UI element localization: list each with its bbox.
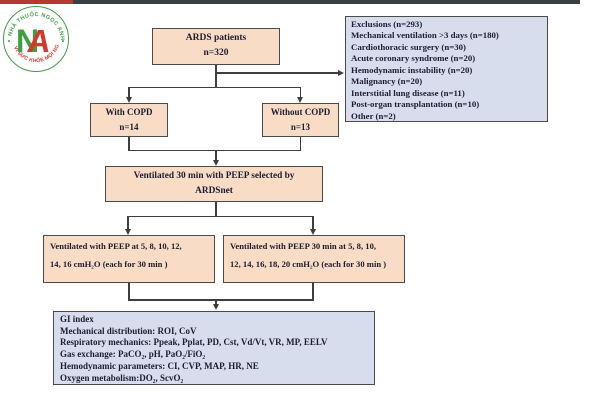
connector-without-copd-out: [299, 137, 302, 151]
outcomes-line: Respiratory mechanics: Ppeak, Pplat, PD,…: [60, 337, 328, 348]
ardsnet-line1: Ventilated 30 min with PEEP selected by: [133, 170, 295, 181]
connector-peep-branch: [127, 215, 314, 217]
without-copd-box: Without COPD n=13: [262, 103, 339, 137]
connector-ards-down: [215, 65, 217, 88]
outcomes-line: Gas exchange: PaCO₂, pH, PaO₂/FiO₂: [60, 349, 206, 360]
connector-with-copd-out: [128, 137, 130, 151]
logo-dot-left: [8, 40, 10, 42]
logo-circle: [3, 6, 69, 72]
connector-copd-branch: [128, 86, 302, 88]
exclusions-line: Mechanical ventilation >3 days (n=180): [351, 30, 499, 41]
connector-peep-left-out: [128, 283, 130, 300]
exclusions-line: Exclusions (n=293): [351, 19, 423, 29]
red-top-bar: [0, 0, 73, 4]
ards-patients-label: ARDS patients: [185, 32, 247, 43]
without-copd-count: n=13: [290, 121, 311, 132]
exclusions-box: Exclusions (n=293) Mechanical ventilatio…: [345, 16, 548, 122]
connector-ardsnet-down: [215, 202, 217, 217]
outcomes-line: Mechanical distribution: ROI, CoV: [60, 325, 197, 336]
without-copd-label: Without COPD: [270, 107, 331, 118]
arrowhead-exclusions: [338, 69, 344, 76]
ards-patients-count: n=320: [203, 48, 229, 59]
arrowhead-peep-right: [309, 229, 316, 235]
with-copd-box: With COPD n=14: [90, 103, 168, 137]
pharmacy-logo: NHÀ THUỐC NGỌC ANH VÌ SỨC KHỎE MỌI NGƯỜI…: [2, 3, 69, 72]
ardsnet-line2: ARDSnet: [195, 185, 233, 196]
logo-letter-n: N: [16, 23, 39, 59]
peep-copd-line1: Ventilated with PEEP at 5, 8, 10, 12,: [50, 241, 182, 251]
with-copd-label: With COPD: [105, 107, 153, 118]
logo-dot-right: [62, 40, 64, 42]
logo-letter-a: A: [25, 23, 53, 59]
exclusions-line: Hemodynamic instability (n=20): [351, 64, 473, 75]
ardsnet-ventilation-box: Ventilated 30 min with PEEP selected by …: [105, 166, 323, 202]
peep-noncopd-line2: 12, 14, 16, 18, 20 cmH₂O (each for 30 mi…: [230, 258, 387, 269]
dark-top-bar: [73, 0, 580, 4]
arrowhead-outcomes: [212, 304, 219, 310]
peep-copd-line2: 14, 16 cmH₂O (each for 30 min ): [50, 258, 168, 269]
outcomes-line: Hemodynamic parameters: CI, CVP, MAP, HR…: [60, 360, 259, 371]
with-copd-count: n=14: [119, 121, 139, 132]
connector-peep-right-down: [312, 216, 314, 229]
exclusions-line: Acute coronary syndrome (n=20): [351, 53, 476, 64]
arrowhead-peep-left: [124, 229, 131, 235]
exclusions-line: Post-organ transplantation (n=10): [351, 99, 480, 110]
peep-noncopd-line1: Ventilated with PEEP 30 min at 5, 8, 10,: [230, 241, 377, 251]
outcomes-line: Oxygen metabolism:DO₂, ScvO₂: [60, 372, 184, 383]
arrowhead-ardsnet: [212, 160, 219, 166]
connector-to-outcomes: [215, 299, 217, 305]
connector-with-copd-down: [128, 87, 130, 98]
exclusions-line: Interstitial lung disease (n=11): [351, 87, 465, 98]
exclusions-line: Cardiothoracic surgery (n=30): [351, 41, 466, 52]
exclusions-line: Malignancy (n=20): [351, 76, 423, 87]
connector-peep-right-out: [312, 283, 314, 300]
connector-to-exclusions: [216, 72, 339, 74]
connector-peep-merge: [128, 299, 314, 301]
connector-without-copd-down: [299, 87, 302, 98]
ards-patients-box: ARDS patients n=320: [152, 28, 280, 65]
connector-copd-merge: [128, 149, 302, 151]
outcomes-box: GI index Mechanical distribution: ROI, C…: [53, 311, 375, 385]
arrowhead-without-copd: [297, 97, 303, 103]
peep-titration-copd-box: Ventilated with PEEP at 5, 8, 10, 12, 14…: [43, 235, 215, 283]
outcomes-line: GI index: [60, 314, 94, 324]
connector-to-ardsnet: [215, 150, 217, 161]
peep-titration-noncopd-box: Ventilated with PEEP 30 min at 5, 8, 10,…: [223, 235, 405, 283]
connector-peep-left-down: [127, 216, 129, 229]
exclusions-line: Other (n=2): [351, 110, 396, 121]
arrowhead-with-copd: [125, 97, 132, 103]
